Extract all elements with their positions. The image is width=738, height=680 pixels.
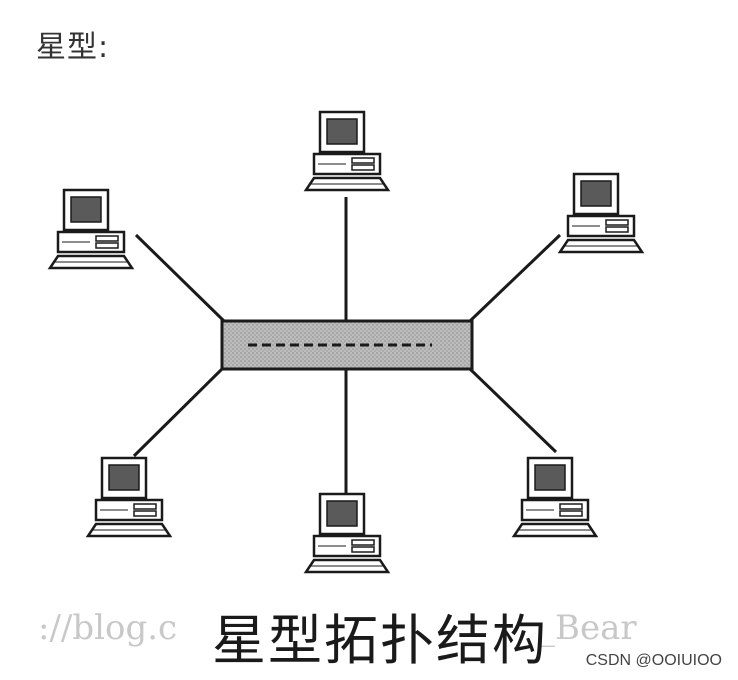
- link-top-left: [134, 233, 226, 323]
- computer-bottom-left: [86, 456, 172, 538]
- computer-top-left: [48, 188, 134, 270]
- computer-top-right: [558, 172, 644, 254]
- hub-device: [220, 319, 474, 371]
- page-heading: 星型:: [36, 30, 110, 65]
- computer-top: [304, 110, 390, 192]
- source-credit: CSDN @OOIUIOO: [585, 652, 722, 669]
- watermark-user: _Bear: [538, 608, 637, 648]
- connection-lines: [132, 197, 562, 496]
- watermark-url: ://blog.c: [38, 608, 178, 648]
- computer-bottom-center: [304, 492, 390, 574]
- computer-bottom-right: [512, 456, 598, 538]
- link-top-right: [468, 233, 562, 323]
- link-bottom-right: [468, 367, 558, 454]
- link-bottom-left: [132, 367, 224, 458]
- diagram-caption: 星型拓扑结构: [212, 609, 548, 672]
